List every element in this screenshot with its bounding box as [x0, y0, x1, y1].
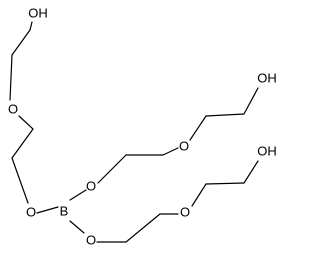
atom-label-oh-left: OH	[28, 6, 48, 21]
bond-oleft-c1	[11, 157, 29, 204]
bond-c3-c4-lower	[205, 182, 245, 185]
bond-etherupper-c3	[189, 115, 207, 141]
bond-c1-c2-lower	[125, 213, 161, 243]
bond-b-olower	[69, 220, 85, 234]
bond-etherleft-c3	[9, 54, 13, 101]
atom-label-o-upper: O	[86, 179, 96, 194]
bond-c4-ohupper	[243, 87, 259, 115]
atom-labels: B O O O O O O OH OH OH	[8, 6, 277, 248]
bond-c4-ohlower	[243, 160, 259, 184]
bond-c3-c4-upper	[205, 113, 245, 117]
bond-b-oupper	[69, 189, 87, 201]
bond-c2-etherupper	[162, 147, 179, 156]
bond-c4-ohleft	[29, 21, 33, 31]
bond-oupper-c1	[97, 154, 127, 184]
atom-label-b: B	[60, 204, 69, 219]
atom-label-o-left: O	[26, 205, 36, 220]
atom-label-oh-lower: OH	[257, 144, 277, 159]
structure-diagram: B O O O O O O OH OH OH	[8, 6, 277, 248]
atom-label-ether-upper: O	[179, 139, 189, 154]
bond-lines	[9, 21, 259, 243]
atom-label-o-lower: O	[86, 233, 96, 248]
bond-c1-c2	[11, 128, 34, 159]
bond-c2-etherleft	[18, 115, 34, 130]
atom-label-ether-left: O	[8, 102, 18, 117]
atom-label-ether-lower: O	[180, 205, 190, 220]
atom-label-oh-upper: OH	[257, 71, 277, 86]
bond-etherlower-c3	[191, 183, 207, 207]
bond-c3-c4	[11, 29, 31, 56]
bond-b-oleft	[36, 206, 59, 214]
